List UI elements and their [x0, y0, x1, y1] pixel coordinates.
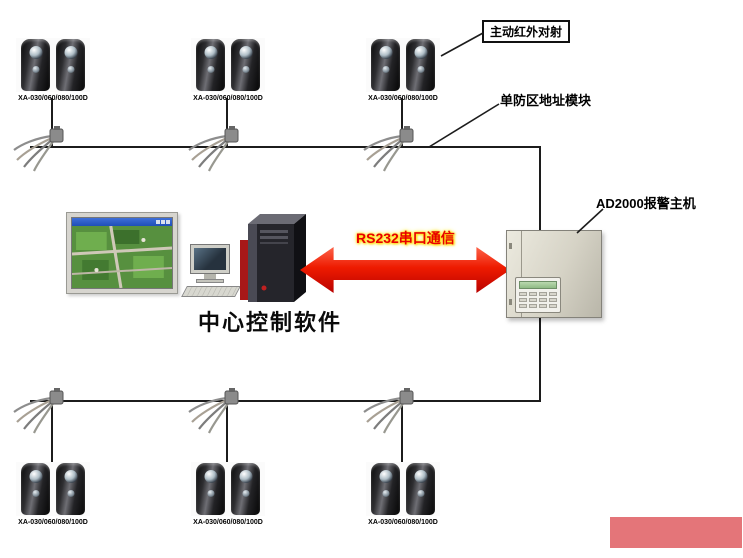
window-button-icon: [166, 220, 170, 224]
tower-server-icon: [240, 214, 306, 302]
detector-lens-small: [242, 66, 249, 73]
detector-model-label: XA-030/060/080/100D: [193, 95, 263, 102]
detector-unit: [56, 39, 85, 91]
panel-hinge: [509, 243, 512, 249]
wiring-module-icon: [187, 126, 243, 172]
alarm-keypad-icon: [515, 277, 561, 313]
detector-unit: [406, 463, 435, 515]
detector-lens: [64, 46, 77, 59]
red-accent: [240, 240, 248, 300]
keypad-lcd: [519, 281, 557, 289]
wiring-module-icon: [187, 388, 243, 434]
detector-lens-small: [32, 66, 39, 73]
detector-group: XA-030/060/080/100D: [366, 38, 440, 102]
detector-lens: [379, 46, 392, 59]
workstation-stand: [204, 274, 216, 279]
detector-lens: [204, 46, 217, 59]
detector-unit: [231, 39, 260, 91]
infrared-detector-icon: [366, 462, 440, 516]
detector-lens-small: [382, 66, 389, 73]
infrared-detector-icon: [191, 462, 265, 516]
infrared-detector-icon: [191, 38, 265, 92]
detector-unit: [196, 463, 225, 515]
detector-group: XA-030/060/080/100D: [16, 38, 90, 102]
detector-unit: [371, 39, 400, 91]
detector-lens-small: [417, 66, 424, 73]
site-map-image: [72, 226, 172, 288]
infrared-detector-icon: [366, 38, 440, 92]
detector-lens: [239, 470, 252, 483]
detector-lens: [239, 46, 252, 59]
wiring-module-icon: [12, 388, 68, 434]
wiring-module-icon: [12, 126, 68, 172]
detector-unit: [21, 463, 50, 515]
map-window: [71, 217, 173, 289]
drop-line-top-2: [226, 98, 228, 148]
callout-zone-address-module: 单防区地址模块: [500, 93, 592, 108]
detector-group: XA-030/060/080/100D: [16, 462, 90, 526]
detector-group: XA-030/060/080/100D: [366, 462, 440, 526]
detector-lens: [204, 470, 217, 483]
rs232-label: RS232串口通信: [356, 230, 455, 246]
keyboard-icon: [181, 286, 241, 297]
detector-unit: [21, 39, 50, 91]
detector-model-label: XA-030/060/080/100D: [368, 519, 438, 526]
wiring-module-icon: [362, 388, 418, 434]
wiring-module-icon: [362, 126, 418, 172]
detector-lens-small: [207, 66, 214, 73]
workstation-monitor: [190, 244, 230, 274]
detector-lens: [29, 46, 42, 59]
infrared-detector-icon: [16, 38, 90, 92]
center-software-label: 中心控制软件: [197, 310, 342, 335]
window-button-icon: [161, 220, 165, 224]
alarm-panel-icon: [506, 230, 602, 318]
detector-lens-small: [67, 490, 74, 497]
map-window-titlebar: [72, 218, 172, 226]
drop-line-bottom-1: [51, 400, 53, 462]
detector-unit: [406, 39, 435, 91]
detector-group: XA-030/060/080/100D: [191, 462, 265, 526]
infrared-detector-icon: [16, 462, 90, 516]
detector-unit: [56, 463, 85, 515]
callout-alarm-host: AD2000报警主机: [596, 196, 696, 211]
window-button-icon: [156, 220, 160, 224]
detector-lens: [64, 470, 77, 483]
keypad-buttons: [519, 292, 557, 308]
detector-lens: [414, 470, 427, 483]
panel-hinge: [509, 299, 512, 305]
detector-lens-small: [32, 490, 39, 497]
workstation-base: [196, 279, 224, 283]
detector-model-label: XA-030/060/080/100D: [193, 519, 263, 526]
bus-line-bottom: [30, 400, 541, 402]
watermark-block: [610, 517, 742, 548]
detector-lens: [379, 470, 392, 483]
detector-group: XA-030/060/080/100D: [191, 38, 265, 102]
detector-unit: [371, 463, 400, 515]
detector-lens-small: [207, 490, 214, 497]
drop-line-top-3: [401, 98, 403, 148]
detector-lens-small: [67, 66, 74, 73]
bus-line-top: [30, 146, 541, 148]
panel-door-seam: [521, 231, 522, 317]
map-monitor-icon: [66, 212, 178, 294]
drop-line-bottom-2: [226, 400, 228, 462]
detector-unit: [231, 463, 260, 515]
detector-lens: [414, 46, 427, 59]
detector-lens: [29, 470, 42, 483]
rs232-arrow: [300, 247, 510, 293]
drop-line-bottom-3: [401, 400, 403, 462]
workstation-icon: [181, 244, 242, 298]
detector-lens-small: [242, 490, 249, 497]
detector-lens-small: [382, 490, 389, 497]
detector-model-label: XA-030/060/080/100D: [368, 95, 438, 102]
callout-active-infrared: 主动红外对射: [482, 20, 571, 43]
detector-model-label: XA-030/060/080/100D: [18, 95, 88, 102]
drop-line-top-1: [51, 98, 53, 148]
detector-lens-small: [417, 490, 424, 497]
detector-unit: [196, 39, 225, 91]
detector-model-label: XA-030/060/080/100D: [18, 519, 88, 526]
